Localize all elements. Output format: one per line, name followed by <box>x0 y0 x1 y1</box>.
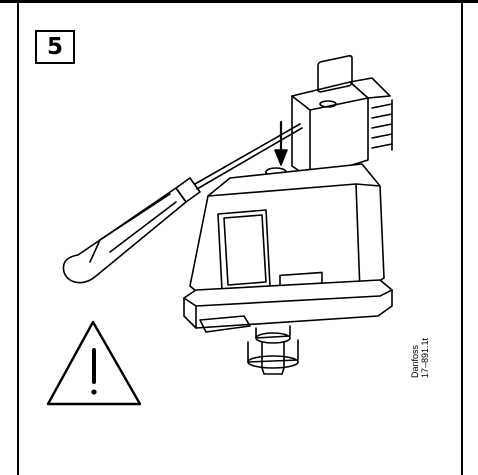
step-number: 5 <box>35 30 75 64</box>
switch-housing <box>189 163 385 299</box>
connector-plug <box>291 54 393 179</box>
base-flange <box>183 279 393 333</box>
warning-triangle-icon <box>46 320 142 406</box>
reference-line-2: 17–891.1t <box>420 337 430 378</box>
drawing-reference: Danfoss 17–891.1t <box>410 318 444 378</box>
reference-line-1: Danfoss <box>410 344 420 378</box>
pressure-fitting <box>247 325 299 375</box>
frame-left-rule <box>17 0 19 475</box>
frame-right-rule <box>461 0 463 475</box>
arrow-down-icon <box>274 120 288 166</box>
frame-top-rule <box>0 0 478 3</box>
screwdriver-icon <box>62 123 303 284</box>
